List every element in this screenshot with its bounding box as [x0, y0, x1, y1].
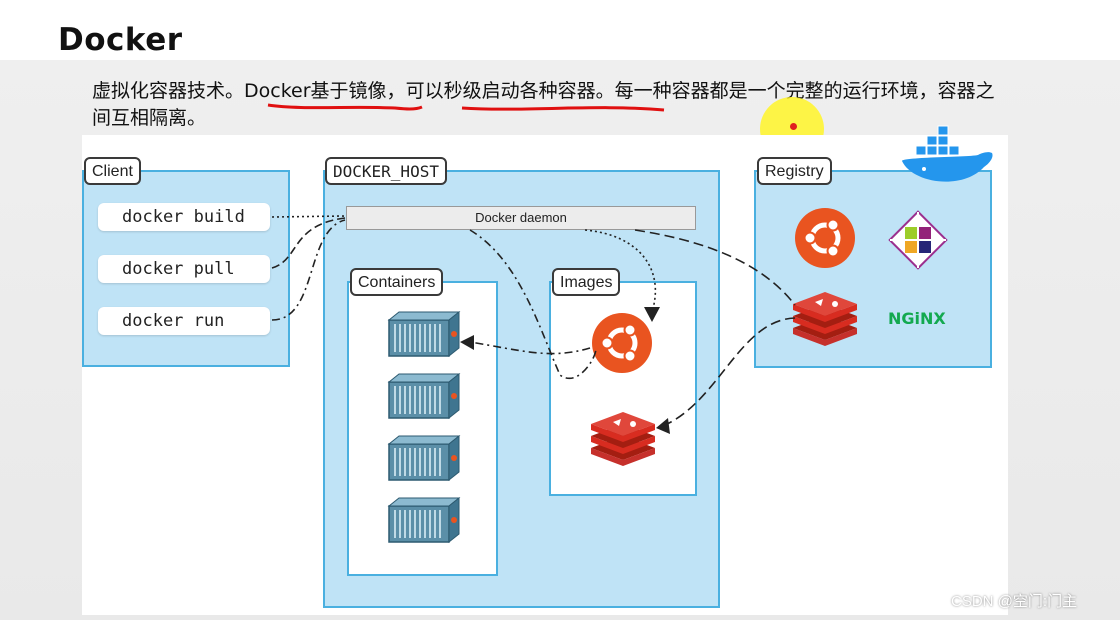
docker-daemon-bar: Docker daemon	[346, 206, 696, 230]
pull-connector	[271, 217, 346, 269]
container-icon-3	[388, 435, 460, 481]
arrow-container	[460, 335, 474, 350]
desc-part3: ，	[386, 80, 406, 102]
docker-build-command: docker build	[98, 203, 270, 231]
docker-run-command: docker run	[98, 307, 270, 335]
run-connector	[271, 219, 346, 321]
docker-pull-command: docker pull	[98, 255, 270, 283]
nginx-icon: NGiNX	[888, 309, 946, 328]
desc-part1: 虚拟化容器技术。	[92, 80, 245, 102]
ubuntu-image-icon	[592, 313, 652, 373]
redis-registry-icon	[793, 292, 857, 346]
cursor-dot	[790, 123, 797, 130]
docker-host-label: DOCKER_HOST	[325, 157, 447, 185]
docker-whale-icon	[902, 125, 993, 182]
registry-to-redis-image	[664, 317, 796, 426]
desc-part2: Docker基于镜像	[244, 80, 387, 102]
daemon-to-registry	[634, 229, 796, 306]
registry-label: Registry	[757, 157, 832, 185]
arrow-redis-image	[656, 418, 670, 434]
build-connector	[271, 215, 346, 218]
watermark: CSDN @空门:门主	[951, 593, 1078, 610]
underline-docker-images	[267, 103, 423, 111]
arrow-ubuntu-image	[644, 307, 660, 322]
desc-part5: 。每一种容器都是一个完整的运行环境，容器之间互相隔离。	[92, 80, 995, 129]
ubuntu-registry-icon	[795, 208, 855, 268]
container-icon-2	[388, 373, 460, 419]
client-label: Client	[84, 157, 141, 185]
slide-description: 虚拟化容器技术。Docker基于镜像，可以秒级启动各种容器。每一种容器都是一个完…	[92, 78, 1012, 132]
container-icon-4	[388, 497, 460, 543]
registry-panel	[754, 170, 992, 368]
underline-start-containers	[461, 106, 665, 112]
centos-icon	[888, 210, 948, 270]
container-icon-1	[388, 311, 460, 357]
daemon-to-ubuntu-image	[584, 229, 657, 313]
containers-label: Containers	[350, 268, 444, 296]
redis-image-icon	[591, 412, 655, 466]
desc-part4: 可以秒级启动各种容器	[405, 80, 596, 102]
images-label: Images	[552, 268, 621, 296]
image-to-container	[469, 341, 591, 355]
daemon-to-container	[469, 229, 597, 379]
slide-title: Docker	[58, 22, 183, 58]
